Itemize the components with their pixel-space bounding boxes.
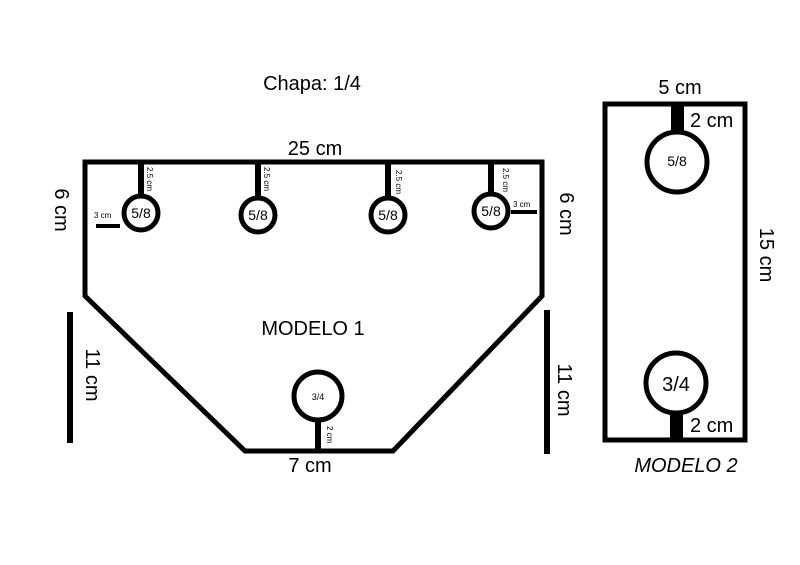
modelo-2-offset-top: 2 cm — [690, 110, 733, 132]
hole-circle — [121, 193, 161, 233]
modelo-1: 25 cm 6 cm 6 cm 11 cm 11 cm MODELO 1 5/8… — [50, 138, 577, 477]
offset-label: 2.5 cm — [394, 170, 403, 194]
modelo-1-hole-4: 5/8 2.5 cm — [471, 164, 511, 231]
modelo-2: 5 cm 15 cm 5/8 2 cm 3/4 2 cm MODELO 2 — [602, 77, 777, 477]
hole-circle — [644, 129, 710, 195]
modelo-1-top-width: 25 cm — [288, 138, 342, 160]
hole-circle — [368, 195, 408, 235]
modelo-2-label: MODELO 2 — [634, 455, 737, 477]
hole-size-label: 5/8 — [131, 205, 151, 221]
modelo-2-hole-bottom: 3/4 2 cm — [643, 350, 733, 438]
modelo-1-height-right: 11 cm — [553, 364, 575, 417]
modelo-1-height-left: 11 cm — [81, 349, 103, 402]
hole-size-label: 3/4 — [662, 374, 690, 396]
hole-size-label: 5/8 — [248, 207, 268, 223]
modelo-2-hole-top: 5/8 2 cm — [644, 106, 733, 195]
hole-circle — [291, 369, 345, 423]
offset-label: 2 cm — [325, 426, 334, 444]
offset-label: 2.5 cm — [262, 167, 271, 191]
modelo-1-side-right: 6 cm — [555, 192, 577, 235]
modelo-2-offset-bottom: 2 cm — [690, 415, 733, 437]
offset-label: 2.5 cm — [501, 168, 510, 192]
hole-circle — [238, 195, 278, 235]
modelo-1-bottom-width: 7 cm — [288, 455, 331, 477]
hole-size-label: 3/4 — [312, 392, 325, 402]
modelo-1-offset-side-right: 3 cm — [513, 200, 531, 209]
modelo-2-outline — [602, 101, 748, 443]
modelo-1-hole-3: 5/8 2.5 cm — [368, 164, 408, 235]
sheet-title: Chapa: 1/4 — [263, 73, 361, 95]
modelo-1-hole-bottom: 3/4 2 cm — [291, 369, 345, 449]
modelo-2-height: 15 cm — [755, 228, 777, 282]
hole-size-label: 5/8 — [378, 207, 398, 223]
hole-circle — [471, 191, 511, 231]
hole-size-label: 5/8 — [481, 203, 501, 219]
offset-label: 2.5 cm — [145, 167, 154, 191]
modelo-1-side-left: 6 cm — [50, 188, 72, 231]
hole-circle — [643, 350, 709, 416]
hole-size-label: 5/8 — [667, 153, 687, 169]
modelo-1-label: MODELO 1 — [261, 318, 364, 340]
modelo-1-offset-side-left: 3 cm — [94, 211, 112, 220]
modelo-1-outline — [82, 159, 545, 454]
modelo-1-hole-1: 5/8 2.5 cm — [121, 164, 161, 233]
modelo-1-hole-2: 5/8 2.5 cm — [238, 164, 278, 235]
modelo-2-width: 5 cm — [658, 77, 701, 99]
